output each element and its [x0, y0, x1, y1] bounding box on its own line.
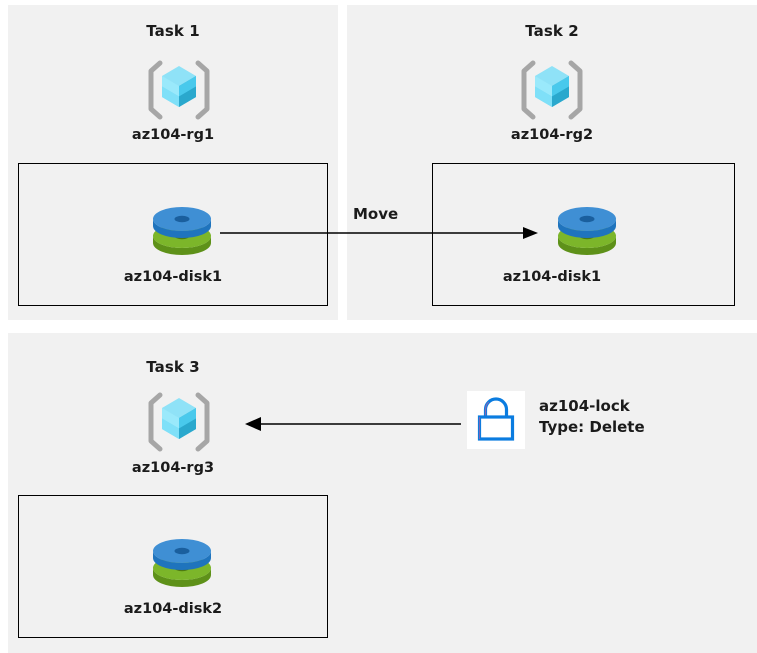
- resource-label-disk1-task2: az104-disk1: [502, 269, 602, 285]
- task-1-title: Task 1: [146, 22, 200, 40]
- lock-icon-container: [467, 391, 525, 449]
- lock-text-block: az104-lock Type: Delete: [539, 396, 645, 438]
- resource-group-boundary-box-3: [18, 495, 328, 638]
- padlock-icon: [477, 397, 515, 441]
- resource-label-disk2-task3: az104-disk2: [123, 601, 223, 617]
- task-3-title: Task 3: [146, 358, 200, 376]
- resource-group-boundary-box-1: [18, 163, 328, 306]
- resource-group-cube-icon: [519, 59, 585, 121]
- move-connector-label: Move: [353, 205, 399, 223]
- managed-disk-icon: [147, 199, 217, 259]
- managed-disk-icon: [552, 199, 622, 259]
- panel-task-2: Task 2 az104-rg2: [347, 5, 757, 320]
- managed-disk-icon: [147, 531, 217, 591]
- lock-type: Type: Delete: [539, 418, 645, 436]
- lock-arrow-icon: [245, 417, 461, 431]
- lock-name: az104-lock: [539, 397, 630, 415]
- move-arrow-icon: [220, 227, 538, 239]
- resource-group-label-rg2: az104-rg2: [510, 127, 594, 143]
- resource-group-label-rg1: az104-rg1: [131, 127, 215, 143]
- panel-task-1: Task 1 az104-rg1: [8, 5, 338, 320]
- resource-group-label-rg3: az104-rg3: [131, 460, 215, 476]
- resource-group-cube-icon: [146, 59, 212, 121]
- task-2-title: Task 2: [525, 22, 579, 40]
- resource-group-boundary-box-2: [432, 163, 735, 306]
- resource-group-cube-icon: [146, 391, 212, 453]
- panel-task-3: Task 3 az104-rg3: [8, 333, 757, 653]
- resource-label-disk1-task1: az104-disk1: [123, 269, 223, 285]
